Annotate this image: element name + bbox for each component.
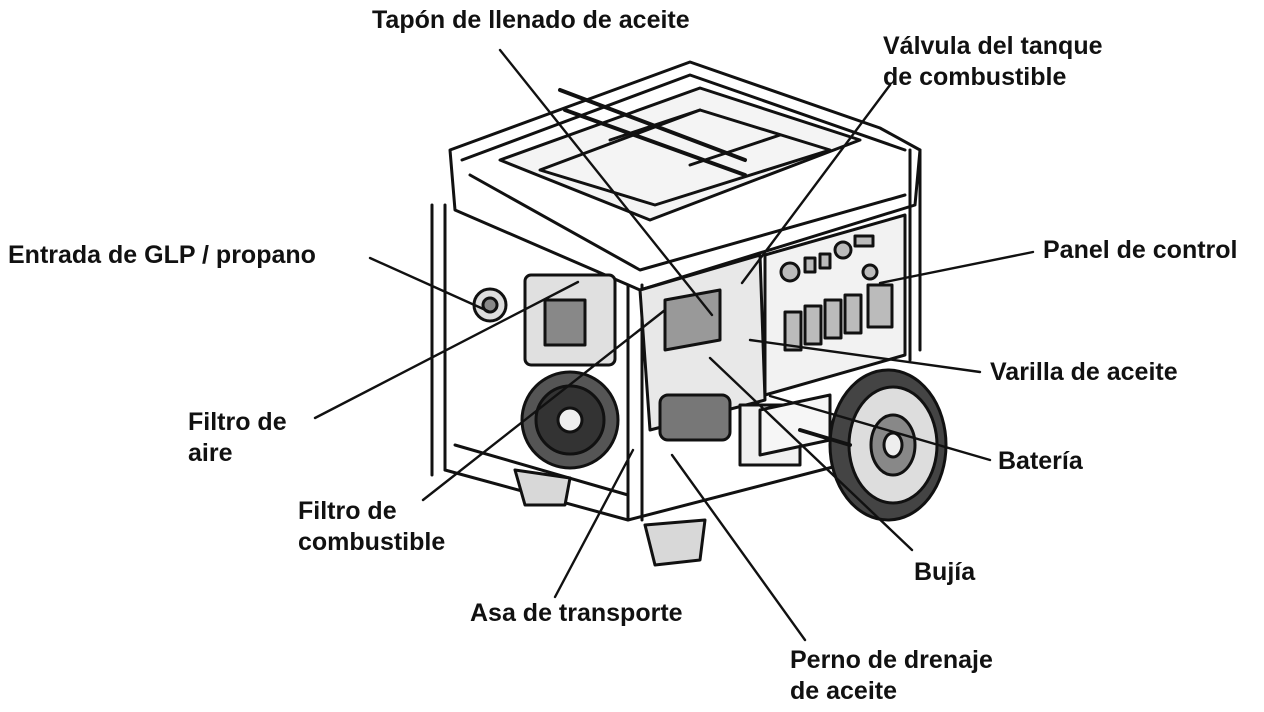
foot-right bbox=[643, 518, 707, 567]
label-battery-text: Batería bbox=[998, 447, 1083, 475]
leader-control-panel bbox=[878, 250, 1035, 285]
label-handle-text: Asa de transporte bbox=[470, 599, 683, 627]
label-fuel-valve-line2: de combustible bbox=[883, 63, 1067, 91]
label-fuel-filter-line2: combustible bbox=[298, 528, 446, 556]
label-oil-fill-cap: Tapón de llenado de aceite bbox=[372, 5, 690, 36]
leader-battery bbox=[768, 394, 992, 462]
leader-spark-plug bbox=[708, 356, 914, 552]
label-air-filter-line2: aire bbox=[188, 439, 233, 467]
label-fuel-filter-line1: Filtro de bbox=[298, 497, 397, 525]
leader-oil-fill-cap bbox=[498, 48, 714, 317]
label-drain-bolt-line1: Perno de drenaje bbox=[790, 646, 993, 674]
starter-motor bbox=[658, 393, 732, 442]
label-drain-bolt: Perno de drenaje de aceite bbox=[790, 645, 993, 707]
leader-lpg-inlet bbox=[368, 256, 492, 314]
label-control-panel-text: Panel de control bbox=[1043, 236, 1238, 264]
label-spark-plug-text: Bujía bbox=[914, 558, 976, 586]
top-handle bbox=[558, 88, 747, 177]
label-drain-bolt-line2: de aceite bbox=[790, 677, 898, 705]
label-air-filter-line1: Filtro de bbox=[188, 408, 287, 436]
leader-dipstick bbox=[748, 338, 982, 374]
leader-fuel-filter bbox=[421, 308, 667, 502]
label-oil-fill-cap-text: Tapón de llenado de aceite bbox=[372, 6, 690, 34]
label-battery: Batería bbox=[998, 446, 1083, 477]
label-fuel-valve-line1: Válvula del tanque bbox=[883, 32, 1103, 60]
fuel-tank bbox=[498, 86, 862, 222]
label-lpg-inlet-text: Entrada de GLP / propano bbox=[8, 241, 316, 269]
foot-left bbox=[513, 468, 572, 507]
label-handle: Asa de transporte bbox=[470, 598, 683, 629]
label-lpg-inlet: Entrada de GLP / propano bbox=[8, 240, 316, 271]
label-dipstick: Varilla de aceite bbox=[990, 357, 1178, 388]
label-fuel-valve: Válvula del tanque de combustible bbox=[883, 31, 1103, 93]
label-control-panel: Panel de control bbox=[1043, 235, 1237, 266]
label-air-filter: Filtro de aire bbox=[188, 407, 287, 469]
leader-drain-bolt bbox=[670, 453, 807, 642]
leader-air-filter bbox=[313, 280, 580, 420]
leader-handle bbox=[553, 448, 635, 599]
leader-fuel-valve bbox=[740, 83, 892, 285]
label-spark-plug: Bujía bbox=[914, 557, 975, 588]
label-fuel-filter: Filtro de combustible bbox=[298, 496, 445, 558]
frame-posts bbox=[430, 148, 922, 522]
label-dipstick-text: Varilla de aceite bbox=[990, 358, 1178, 386]
